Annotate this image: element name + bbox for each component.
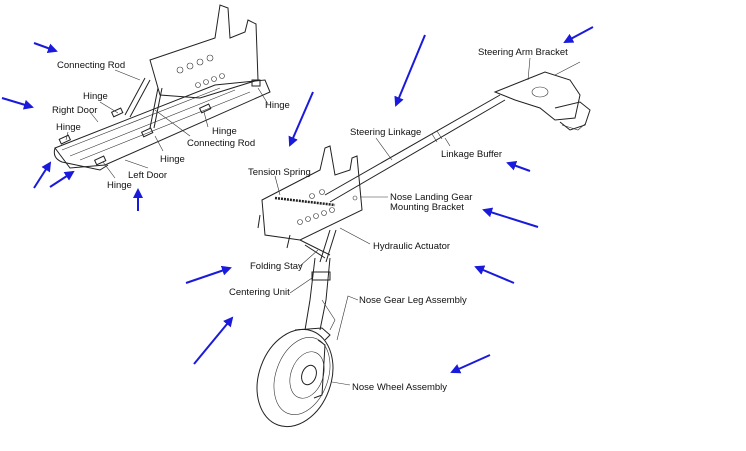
hinge-part — [58, 134, 72, 145]
linkage-buffer-mark — [431, 130, 443, 143]
connecting-rod-2 — [149, 87, 163, 129]
connecting-rod-1 — [124, 77, 151, 118]
steering-linkage-part — [324, 61, 591, 203]
callout-arrows — [1, 26, 594, 374]
arrow-icon — [474, 265, 515, 284]
centering-unit-part — [311, 271, 331, 281]
arrow-icon — [394, 34, 426, 107]
wheel-hub — [301, 364, 317, 386]
door-panel-outline — [54, 79, 271, 169]
label-steering-linkage: Steering Linkage — [350, 127, 422, 138]
steering-rod — [324, 94, 506, 203]
arrow-icon — [193, 316, 234, 365]
arrow-icon — [33, 161, 52, 189]
nose-wheel-part — [256, 328, 334, 428]
label-hinge: Hinge — [83, 91, 108, 102]
label-tension-spring: Tension Spring — [248, 167, 311, 178]
steering-arm-bracket-part — [493, 71, 581, 121]
label-folding-stay: Folding Stay — [250, 261, 303, 272]
arrow-icon — [185, 265, 232, 284]
leg-upper — [309, 257, 331, 301]
fork-part — [294, 327, 331, 341]
label-hydraulic-actuator: Hydraulic Actuator — [373, 241, 451, 252]
label-left-door: Left Door — [128, 170, 168, 181]
door-bracket-frame — [149, 4, 259, 99]
arrow-icon — [1, 97, 34, 110]
arrow-icon — [49, 170, 75, 188]
label-nlg-mounting-bracket-line2: Mounting Bracket — [390, 202, 464, 213]
arrow-icon — [482, 207, 539, 228]
steering-bracket-plate — [554, 101, 591, 131]
wheel-fork-leg — [313, 339, 326, 399]
tire-outer — [256, 328, 334, 428]
arrow-icon — [33, 42, 58, 53]
hydraulic-actuator-part — [319, 229, 337, 263]
door-assembly — [53, 4, 271, 171]
hinge-part — [93, 155, 107, 166]
label-hinge: Hinge — [265, 100, 290, 111]
label-hinge: Hinge — [212, 126, 237, 137]
label-hinge: Hinge — [160, 154, 185, 165]
arrow-icon — [450, 354, 491, 374]
door-nose-edge — [53, 147, 109, 171]
label-connecting-rod-upper: Connecting Rod — [57, 60, 126, 71]
label-right-door: Right Door — [52, 105, 98, 116]
arrow-icon — [506, 161, 531, 172]
arrow-icon — [563, 26, 594, 43]
label-steering-arm-bracket: Steering Arm Bracket — [478, 47, 568, 58]
label-nose-wheel-assembly: Nose Wheel Assembly — [352, 382, 448, 393]
folding-stay-part — [299, 239, 331, 259]
leg-lower — [304, 299, 327, 331]
door-panel-lines — [61, 87, 251, 161]
gear-leg-part — [294, 229, 337, 341]
hinge-part — [251, 79, 261, 87]
hinge-part — [140, 127, 154, 138]
label-centering-unit: Centering Unit — [229, 287, 290, 298]
hinge-part — [198, 103, 212, 114]
mounting-bracket-outline — [261, 145, 363, 241]
hinge-part — [110, 107, 124, 118]
arrow-icon — [288, 91, 314, 147]
leader-lines — [65, 57, 531, 386]
tension-spring-part — [274, 196, 336, 207]
label-hinge: Hinge — [56, 122, 81, 133]
mounting-bracket-part — [257, 145, 363, 249]
label-linkage-buffer: Linkage Buffer — [441, 149, 503, 160]
label-nlg-mounting-bracket-line1: Nose Landing Gear — [390, 192, 473, 203]
label-connecting-rod-lower: Connecting Rod — [187, 138, 256, 149]
label-nose-gear-leg-assembly: Nose Gear Leg Assembly — [359, 295, 467, 306]
label-hinge: Hinge — [107, 180, 132, 191]
